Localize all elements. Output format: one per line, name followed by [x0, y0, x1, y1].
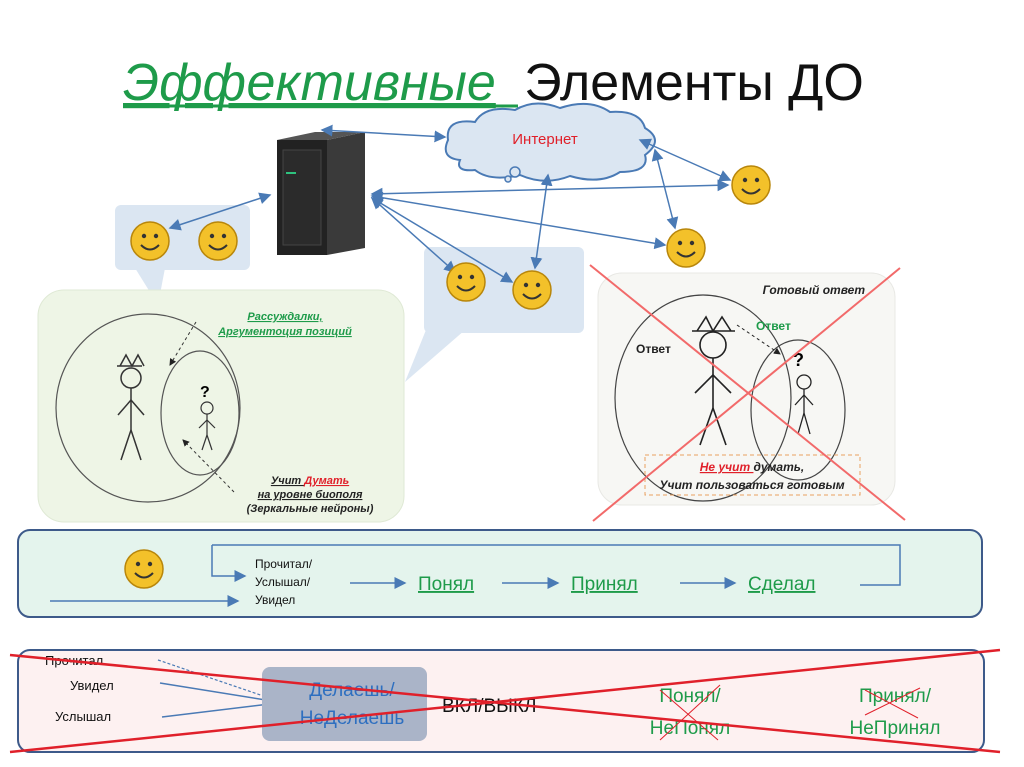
right-panel: ? Готовый ответ Ответ Ответ Не учит дума…	[589, 264, 906, 522]
question-mark: ?	[200, 384, 210, 401]
smiley-icon	[130, 221, 170, 261]
note-bottom-line1: Учит Думать	[271, 475, 349, 487]
title-rest: Элементы ДО	[524, 54, 864, 112]
network-arrows	[168, 124, 732, 283]
smiley-icon	[446, 262, 486, 302]
server-icon	[277, 132, 365, 255]
crossed-panel: Прочитал Увидел Услышал Делаешь/ НеДелае…	[9, 648, 1001, 754]
flow-input-3: Увидел	[255, 593, 295, 607]
teacher-figure	[117, 353, 145, 461]
cloud-label: Интернет	[512, 131, 578, 148]
teacher-figure	[692, 315, 735, 446]
not-teach-line2: Учит пользоваться готовым	[659, 478, 844, 492]
flow-input-1: Прочитал/	[255, 557, 313, 571]
crossed-input-2: Увидел	[70, 678, 114, 693]
ready-answer-label: Готовый ответ	[763, 283, 866, 297]
answer-green-label: Ответ	[756, 319, 791, 333]
step-understood: Понял	[418, 574, 474, 595]
note-bottom-line3: (Зеркальные нейроны)	[247, 503, 374, 515]
smiley-icon	[124, 549, 164, 589]
understood-line1: Понял/	[659, 686, 721, 707]
smiley-icon	[666, 228, 706, 268]
internet-cloud: Интернет	[444, 102, 656, 183]
accepted-line1: Принял/	[859, 686, 932, 707]
center-callout	[405, 247, 584, 382]
crossed-input-3: Услышал	[55, 709, 111, 724]
step-accepted: Принял	[571, 574, 638, 595]
on-off-box	[262, 667, 427, 741]
do-line2: НеДелаешь	[300, 708, 405, 729]
cross-line	[592, 267, 901, 522]
dashed-note-box	[644, 454, 861, 496]
cross-line	[9, 653, 1001, 754]
left-panel: ? Рассуждалки, Аргументоция позиций Учит…	[37, 289, 405, 523]
smiley-icon	[198, 221, 238, 261]
flow-input-2: Услышал/	[255, 575, 311, 589]
student-figure	[198, 401, 216, 451]
step-done: Сделал	[748, 574, 815, 595]
not-teach-line1: Не учит думать,	[700, 460, 804, 474]
accepted-line2: НеПринял	[850, 718, 941, 739]
answer-black-label: Ответ	[636, 342, 671, 356]
cross-line	[9, 648, 1001, 754]
student-figure	[794, 374, 814, 435]
flow-panel: Прочитал/ Услышал/ Увидел Понял Принял С…	[17, 529, 983, 618]
note-bottom-line2: на уровне биополя	[258, 489, 363, 501]
smiley-icon	[731, 165, 771, 205]
note-top-line2: Аргументоция позиций	[217, 326, 352, 338]
title-highlight: Эффективные	[123, 54, 496, 112]
note-top-line1: Рассуждалки,	[247, 311, 322, 323]
smiley-icon	[512, 270, 552, 310]
page-title: Эффективные Элементы ДО	[123, 54, 864, 112]
question-mark: ?	[793, 350, 804, 370]
